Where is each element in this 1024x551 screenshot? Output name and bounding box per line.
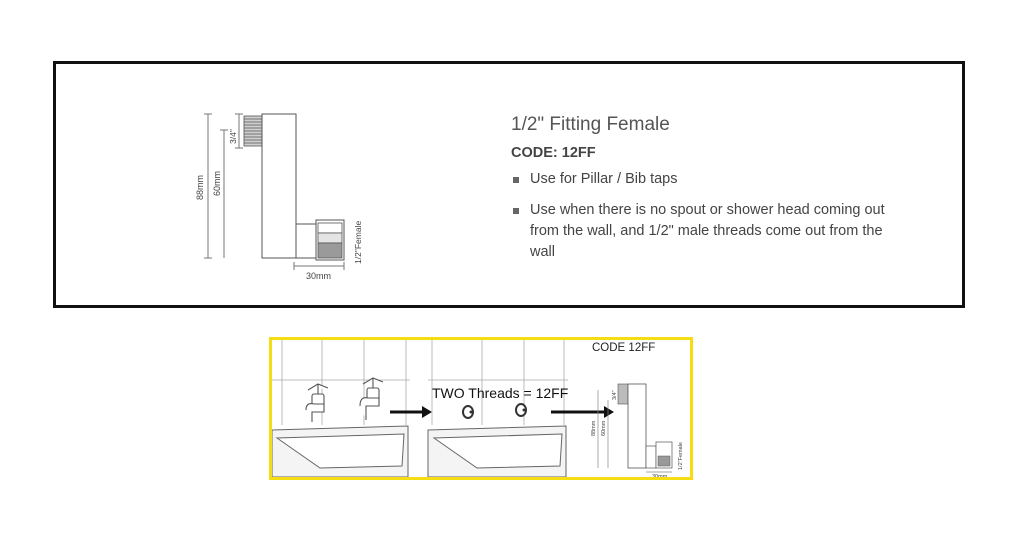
bullet-item: Use for Pillar / Bib taps — [511, 169, 911, 190]
install-code-label: CODE 12FF — [592, 342, 656, 354]
fitting-drawing-small: 88mm 60mm 3/4" 1/2"Female 30mm — [591, 383, 684, 477]
mini-dim-thread-side-label: 1/2"Female — [678, 442, 684, 470]
mini-dim-total-label: 88mm — [591, 420, 597, 436]
product-code: CODE: 12FF — [511, 145, 596, 161]
product-info: 1/2" Fitting Female CODE: 12FF Use for P… — [511, 114, 911, 273]
product-panel: 88mm 60mm 3/4" 1/2"Female — [53, 61, 965, 308]
bullet-text: Use when there is no spout or shower hea… — [530, 202, 885, 260]
installation-illustration: 88mm 60mm 3/4" 1/2"Female 30mm — [272, 340, 684, 477]
fitting-technical-drawing: 88mm 60mm 3/4" 1/2"Female — [195, 113, 363, 281]
product-title: 1/2" Fitting Female — [511, 114, 670, 135]
threads-label: TWO Threads = 12FF — [432, 385, 569, 401]
wall-threads — [462, 403, 527, 419]
installation-diagram: 88mm 60mm 3/4" 1/2"Female 30mm CODE 12FF… — [269, 337, 693, 480]
dim-width-label: 30mm — [306, 271, 331, 281]
bib-taps — [305, 377, 384, 422]
bullet-square-icon — [513, 177, 519, 183]
dim-total-label: 88mm — [195, 175, 205, 200]
basin-left — [272, 425, 409, 477]
dim-thread-side-label: 1/2"Female — [353, 221, 363, 264]
mini-dim-width-label: 30mm — [652, 474, 668, 477]
mini-dim-thread-top-label: 3/4" — [612, 390, 618, 400]
bullet-item: Use when there is no spout or shower hea… — [511, 200, 911, 263]
bullet-square-icon — [513, 208, 519, 214]
bullet-text: Use for Pillar / Bib taps — [530, 171, 678, 187]
dim-body-label: 60mm — [212, 171, 222, 196]
dim-thread-top-label: 3/4" — [228, 129, 238, 144]
wall-tiles-middle — [428, 340, 568, 425]
mini-dim-body-label: 60mm — [601, 420, 607, 436]
wall-tiles-left — [272, 340, 410, 425]
basin-middle — [427, 425, 567, 477]
